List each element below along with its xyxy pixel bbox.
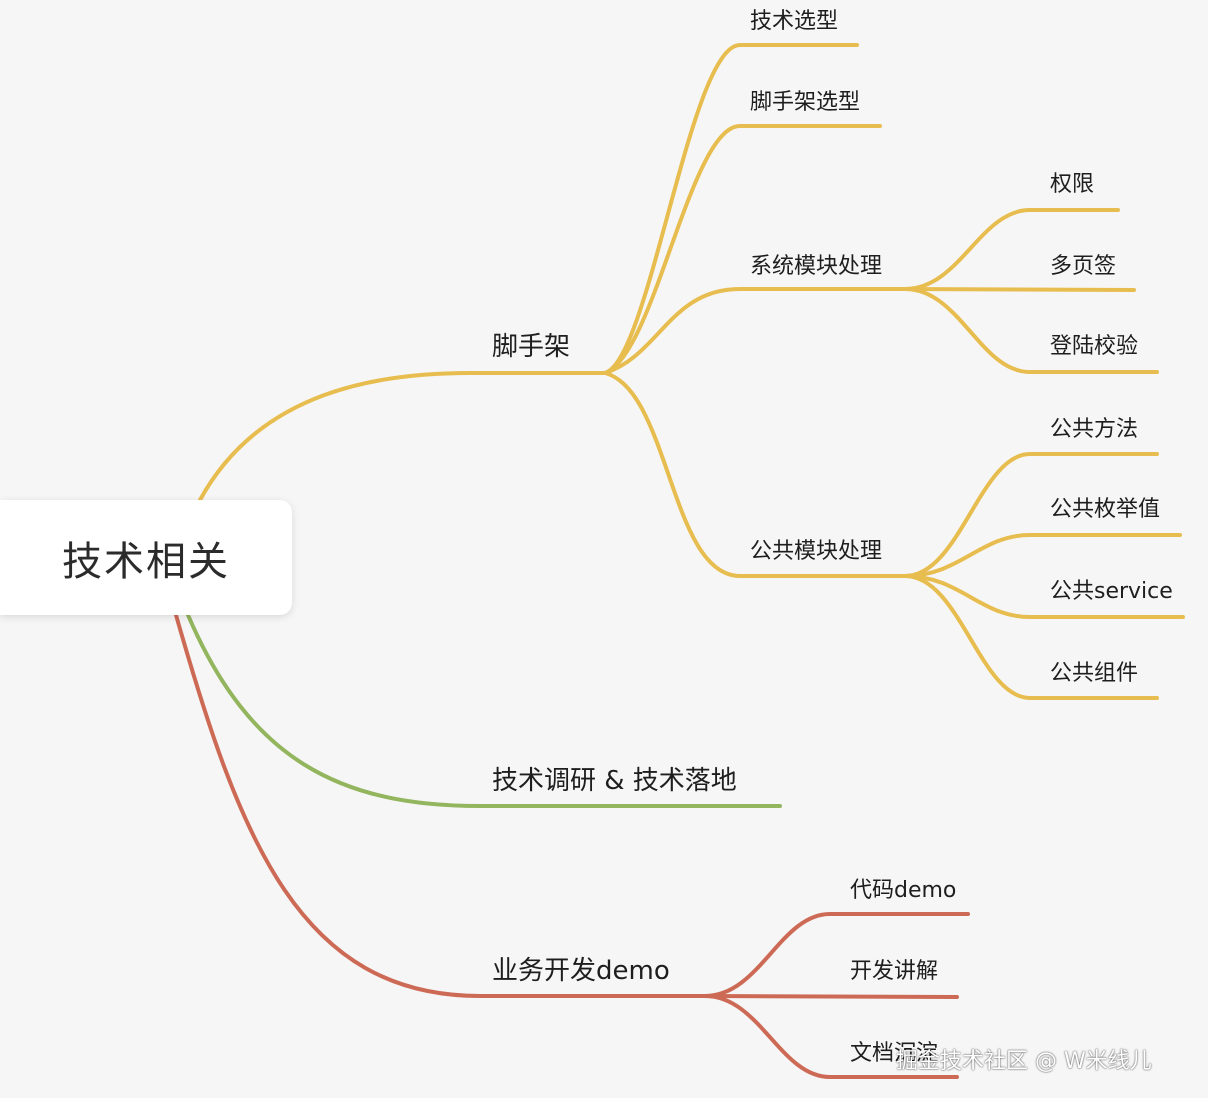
node-system-module[interactable]: 系统模块处理 <box>750 254 883 279</box>
connector-business-docs <box>703 994 959 1079</box>
node-doc-summary[interactable]: 文档沉淀 <box>850 1041 939 1066</box>
node-scaffold[interactable]: 脚手架 <box>492 332 571 362</box>
connector-system-permission <box>903 208 1120 291</box>
connector-scaffold-system-module <box>603 287 907 375</box>
node-public-module[interactable]: 公共模块处理 <box>750 539 883 564</box>
node-public-service[interactable]: 公共service <box>1050 579 1173 604</box>
node-public-components[interactable]: 公共组件 <box>1050 661 1139 686</box>
connector-business-code-demo <box>703 912 970 998</box>
connector-public-components <box>903 574 1159 700</box>
node-login-check[interactable]: 登陆校验 <box>1050 334 1139 359</box>
node-public-enums[interactable]: 公共枚举值 <box>1050 497 1161 522</box>
connector-root-business <box>174 613 707 998</box>
connector-business-explanation <box>703 994 959 999</box>
node-public-methods[interactable]: 公共方法 <box>1050 417 1139 442</box>
connector-scaffold-public-module <box>603 371 907 578</box>
connector-public-enums <box>903 533 1182 578</box>
connector-root-research <box>186 613 782 808</box>
connector-scaffold-tech-selection <box>603 43 859 375</box>
node-permission[interactable]: 权限 <box>1050 172 1095 197</box>
root-node[interactable]: 技术相关 <box>0 500 292 615</box>
node-business-demo[interactable]: 业务开发demo <box>492 956 670 986</box>
connector-system-login-check <box>903 287 1159 374</box>
node-dev-explanation[interactable]: 开发讲解 <box>850 959 939 984</box>
connector-public-methods <box>903 452 1159 578</box>
node-multi-tab[interactable]: 多页签 <box>1050 254 1117 279</box>
root-label: 技术相关 <box>62 538 230 585</box>
connector-scaffold-scaffold-selection <box>603 124 882 375</box>
connector-root-scaffold <box>198 371 607 502</box>
node-tech-selection[interactable]: 技术选型 <box>750 9 839 34</box>
node-code-demo[interactable]: 代码demo <box>850 878 957 903</box>
watermark: 掘金技术社区 @ W米线儿 <box>896 1049 1152 1074</box>
node-scaffold-selection[interactable]: 脚手架选型 <box>750 90 861 115</box>
connector-public-service <box>903 574 1185 619</box>
node-research[interactable]: 技术调研 & 技术落地 <box>492 766 737 796</box>
connector-system-multitab <box>903 287 1136 292</box>
